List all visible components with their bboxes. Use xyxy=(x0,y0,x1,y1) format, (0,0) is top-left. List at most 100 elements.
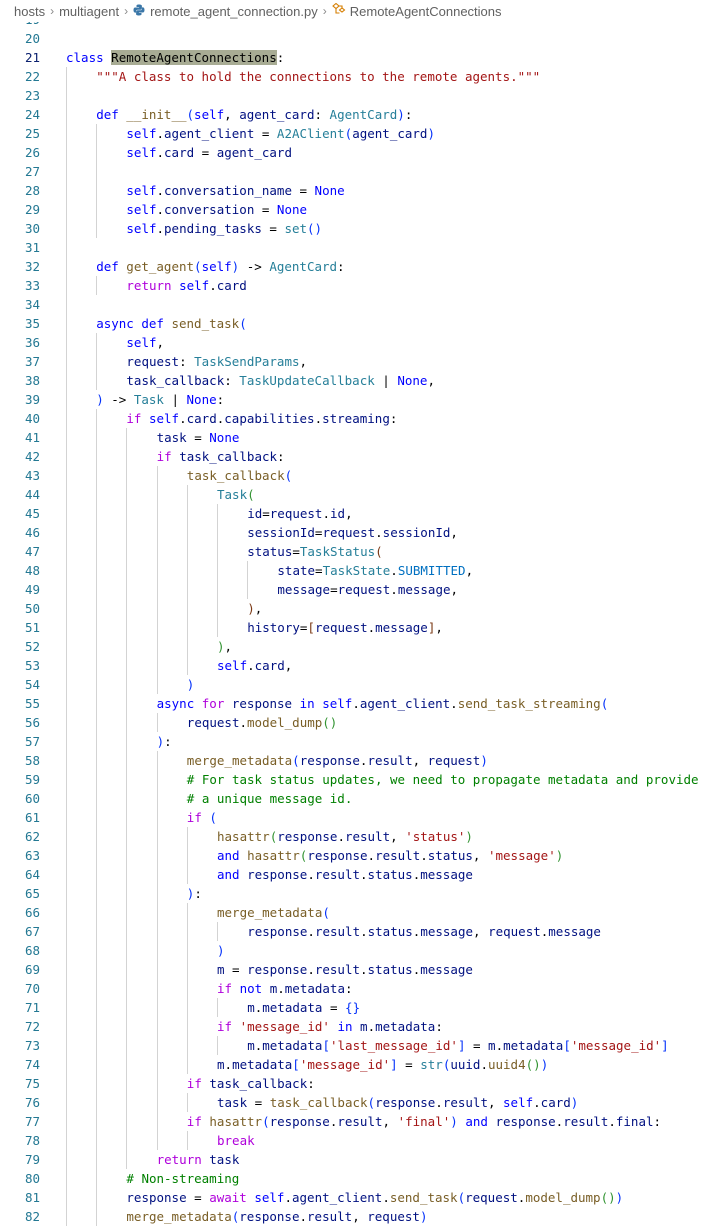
indent-guide xyxy=(66,1188,67,1207)
code-text: message=request.message, xyxy=(277,582,459,597)
breadcrumb-item-hosts[interactable]: hosts xyxy=(14,3,46,19)
indent-guide xyxy=(96,922,98,941)
indent-guide xyxy=(66,960,67,979)
indent-guide xyxy=(156,485,158,504)
code-line[interactable]: 31 xyxy=(0,238,715,257)
indent-guide xyxy=(96,485,98,504)
code-line[interactable]: 39) -> Task | None: xyxy=(0,390,715,409)
code-line[interactable]: 20 xyxy=(0,29,715,48)
indent-guide xyxy=(126,1055,128,1074)
indent-guide xyxy=(217,1036,218,1055)
code-line[interactable]: 57): xyxy=(0,732,715,751)
indent-guide xyxy=(66,789,67,808)
code-line[interactable]: 68) xyxy=(0,941,715,960)
code-line[interactable]: 52), xyxy=(0,637,715,656)
line-number: 29 xyxy=(24,202,40,217)
code-line[interactable]: 23 xyxy=(0,86,715,105)
line-number: 42 xyxy=(24,449,40,464)
indent-guide xyxy=(156,998,158,1017)
code-line[interactable]: 27 xyxy=(0,162,715,181)
indent-guide xyxy=(156,561,158,580)
line-number: 67 xyxy=(24,924,40,939)
breadcrumb-item-multiagent[interactable]: multiagent xyxy=(59,3,120,19)
indent-guide xyxy=(96,1036,98,1055)
code-line[interactable]: 80# Non-streaming xyxy=(0,1169,715,1188)
code-line[interactable]: 60# a unique message id. xyxy=(0,789,715,808)
indent-guide xyxy=(66,162,67,181)
code-text: ) xyxy=(217,943,225,958)
line-number: 59 xyxy=(24,772,40,787)
line-number: 19 xyxy=(0,22,40,29)
indent-guide xyxy=(186,542,188,561)
code-text: ), xyxy=(247,601,263,616)
code-line[interactable]: 34 xyxy=(0,295,715,314)
code-line[interactable]: 29 self.conversation = None xyxy=(0,200,715,219)
code-line[interactable]: 65): xyxy=(0,884,715,903)
line-number: 26 xyxy=(24,145,40,160)
line-number: 35 xyxy=(24,316,40,331)
line-number: 60 xyxy=(24,791,40,806)
code-text: # Non-streaming xyxy=(126,1171,240,1186)
code-line[interactable]: 59# For task status updates, we need to … xyxy=(0,770,715,789)
indent-guide xyxy=(96,1131,98,1150)
code-text: self.conversation = None xyxy=(126,202,308,217)
code-text: self.conversation_name = None xyxy=(126,183,345,198)
indent-guide xyxy=(186,979,188,998)
code-line[interactable]: 54) xyxy=(0,675,715,694)
code-line[interactable]: 50), xyxy=(0,599,715,618)
code-line[interactable]: 22"""A class to hold the connections to … xyxy=(0,67,715,86)
line-number: 78 xyxy=(24,1133,40,1148)
breadcrumb-item-file[interactable]: remote_agent_connection.py xyxy=(150,3,318,19)
breadcrumb-item-symbol[interactable]: RemoteAgentConnections xyxy=(349,3,502,19)
code-text: if not m.metadata: xyxy=(217,981,353,996)
indent-guide xyxy=(66,466,67,485)
